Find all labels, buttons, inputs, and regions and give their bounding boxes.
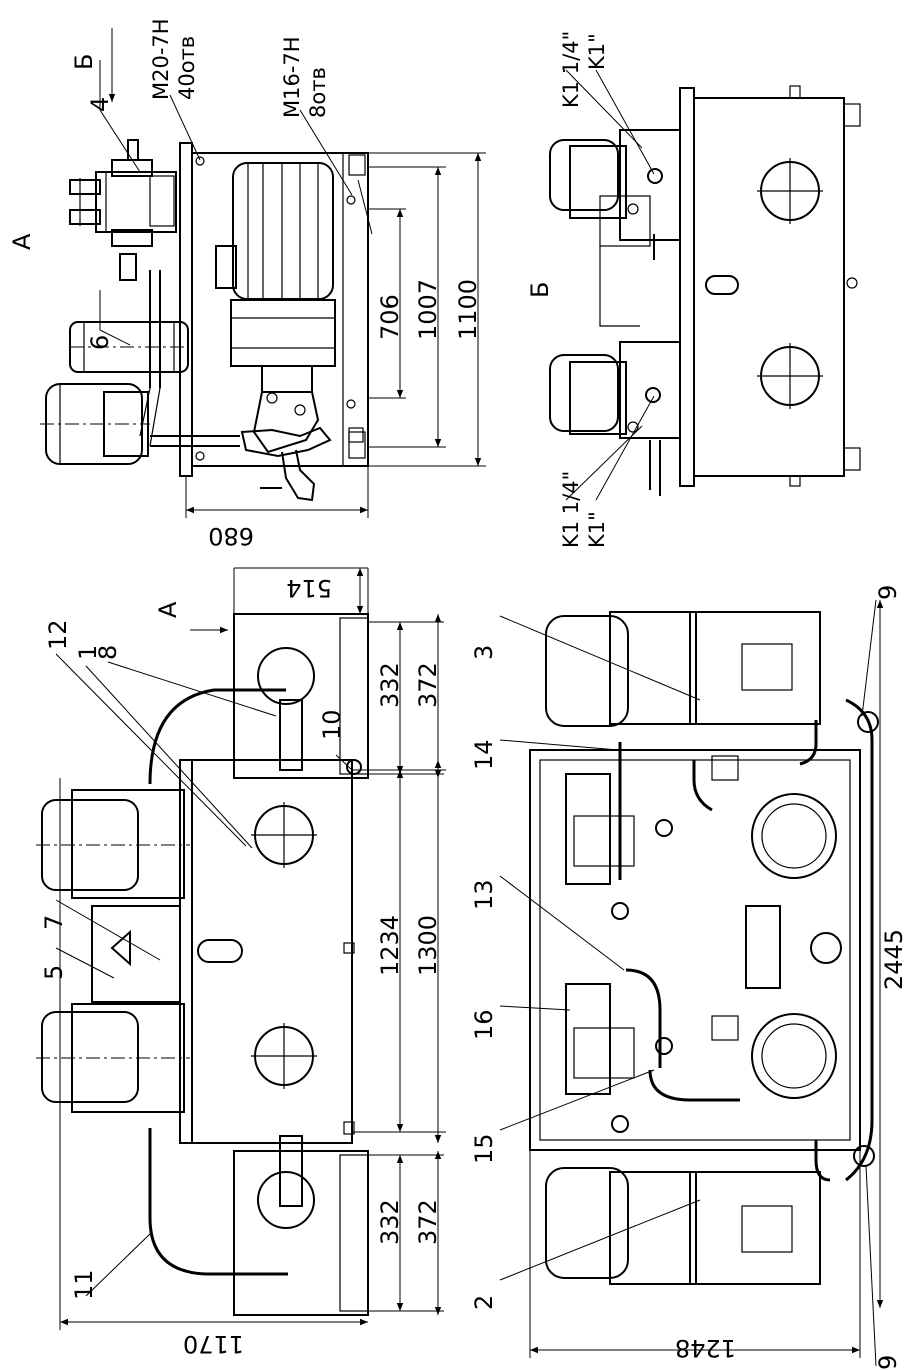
pipe-11 — [148, 1128, 288, 1276]
base-plate-b — [679, 87, 695, 487]
view-arrow-b: Б — [70, 54, 98, 70]
tank-front — [191, 759, 353, 1144]
dim-372-top: 372 — [414, 662, 442, 708]
view-letter-b: Б — [526, 282, 554, 298]
tank-body — [191, 152, 369, 467]
callout-5: 5 — [40, 965, 68, 980]
dim-1100: 1100 — [454, 279, 482, 340]
dim-1248: 1248 — [675, 1334, 736, 1362]
thread-m20-count: 40отв — [175, 36, 199, 100]
view-plan — [499, 599, 884, 1367]
callout-8: 8 — [94, 645, 122, 660]
tank-port-lower — [751, 1013, 837, 1099]
dim-372-bottom: 372 — [414, 1199, 442, 1245]
motor-2 — [545, 1167, 629, 1279]
callout-16: 16 — [470, 1009, 498, 1040]
callout-9-bottom: 9 — [874, 1355, 902, 1370]
electric-motor — [215, 162, 336, 367]
valve-group-4 — [69, 139, 177, 281]
dim-332-top: 332 — [376, 662, 404, 708]
dim-1170: 1170 — [183, 1330, 244, 1358]
callout-14: 14 — [470, 739, 498, 770]
dim-706: 706 — [376, 294, 404, 340]
dim-514: 514 — [286, 574, 332, 602]
callout-3: 3 — [470, 645, 498, 660]
motor-top-left — [36, 789, 190, 899]
plan-frame — [529, 749, 861, 1151]
front-plate — [179, 759, 193, 1144]
return-pipe-9 — [845, 698, 874, 1182]
tank-side-b — [693, 97, 845, 477]
callout-2: 2 — [470, 1295, 498, 1310]
callout-1: 1 — [74, 645, 102, 660]
callout-11: 11 — [70, 1269, 98, 1300]
view-arrow-a: A — [154, 601, 182, 618]
tank-port-upper — [751, 793, 837, 879]
filter-6 — [69, 321, 189, 373]
manifold-16 — [565, 983, 611, 1095]
callout-9-top: 9 — [874, 585, 902, 600]
view-side-a — [40, 28, 486, 518]
thread-m20: M20-7H — [149, 18, 173, 100]
callout-15: 15 — [470, 1133, 498, 1164]
callout-10: 10 — [318, 709, 346, 740]
warning-triangle-icon — [110, 929, 131, 967]
callout-6: 6 — [86, 335, 114, 350]
manifold-14 — [565, 773, 611, 885]
dim-1007: 1007 — [414, 279, 442, 340]
view-b — [549, 69, 861, 501]
dim-2445: 2445 — [880, 929, 908, 990]
thread-m16-count: 8отв — [306, 67, 330, 118]
dim-332-bottom: 332 — [376, 1199, 404, 1245]
dim-680: 680 — [208, 522, 254, 550]
view-letter-a: A — [8, 233, 36, 250]
thread-m16: M16-7H — [280, 36, 304, 118]
callout-4: 4 — [86, 97, 114, 112]
port-lower-2: K1" — [585, 511, 609, 548]
motor-2 — [40, 383, 150, 465]
port-upper-1: K1 1/4" — [559, 31, 583, 108]
port-lower-1: K1 1/4" — [559, 471, 583, 548]
pump-assembly — [240, 365, 332, 502]
motor-bottom-left — [36, 1003, 190, 1113]
motor-3 — [545, 615, 629, 727]
dim-1300: 1300 — [414, 915, 442, 976]
center-box-5 — [91, 905, 181, 1003]
pipe-12 — [148, 688, 286, 785]
view-front — [36, 567, 446, 1330]
callout-12: 12 — [44, 619, 72, 650]
dim-1234: 1234 — [376, 915, 404, 976]
base-plate — [179, 142, 193, 477]
callout-7: 7 — [40, 915, 68, 930]
callout-13: 13 — [470, 879, 498, 910]
port-upper-2: K1" — [585, 33, 609, 70]
